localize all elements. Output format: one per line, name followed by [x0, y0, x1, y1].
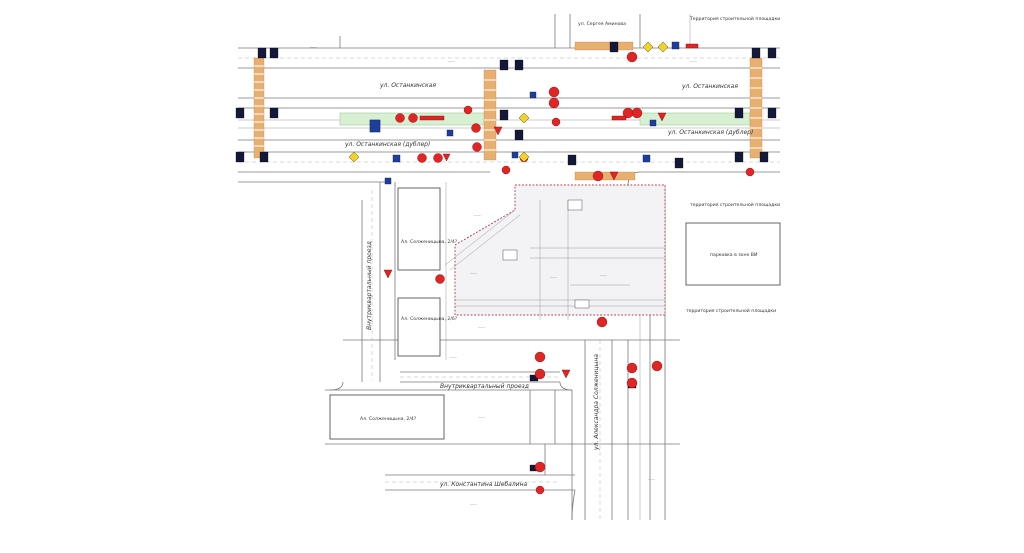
street-label-vnutrikvartalny-vertical: Внутриквартальный проезд — [366, 241, 373, 330]
svg-text:——: —— — [648, 477, 655, 481]
median-strip-right — [639, 112, 751, 126]
svg-text:——: —— — [448, 59, 455, 63]
building-2 — [397, 297, 441, 357]
svg-text:——: —— — [310, 45, 317, 49]
street-label-ostankinskaya-right: ул. Останкинская — [681, 83, 738, 90]
annotation-right-2: территория строительной площадки — [686, 307, 776, 314]
building-label-3: Ал. Солженицына, 2/4? — [360, 416, 417, 422]
annotation-top-right: Территория строительной площадки — [689, 15, 780, 22]
building-3 — [329, 394, 445, 440]
dimension-marks: —— —— —— —— —— —— —— —— —— —— —— —— — [310, 45, 697, 506]
svg-text:——: —— — [470, 271, 477, 275]
street-label-ostankinskaya-left: ул. Останкинская — [379, 82, 436, 89]
road-signs-yellow — [348, 41, 669, 163]
building-label-2: Ал. Солженицына, 2/6? — [401, 316, 458, 322]
building-1 — [397, 187, 441, 271]
annotation-top: ул. Сергея Аминова — [578, 21, 626, 27]
svg-text:——: —— — [550, 275, 557, 279]
svg-text:——: —— — [470, 502, 477, 506]
parking-label: парковка в зоне ВИ — [710, 252, 757, 258]
svg-text:——: —— — [600, 273, 607, 277]
svg-text:——: —— — [450, 355, 457, 359]
street-label-dubler-right: ул. Останкинская (дублер) — [667, 129, 753, 136]
road-signs-blue — [369, 41, 680, 185]
annotation-right-1: территория строительной площадки — [690, 201, 780, 208]
svg-text:——: —— — [474, 213, 481, 217]
traffic-lights — [235, 41, 777, 472]
street-label-shebalina: ул. Константина Шебалина — [439, 481, 527, 488]
street-label-solzhenitsyna: ул. Александра Солженицына — [593, 354, 600, 451]
road-signs-red — [383, 43, 755, 495]
work-zone — [444, 184, 666, 320]
svg-text:——: —— — [690, 59, 697, 63]
parking-building — [685, 222, 781, 286]
street-label-dubler-left: ул. Останкинская (дублер) — [344, 141, 430, 148]
svg-text:——: —— — [478, 415, 485, 419]
street-label-vnutrikvartalny-horizontal: Внутриквартальный проезд — [440, 383, 529, 390]
svg-text:——: —— — [478, 325, 485, 329]
building-label-1: Ал. Солженицына, 2/4? — [401, 239, 458, 245]
